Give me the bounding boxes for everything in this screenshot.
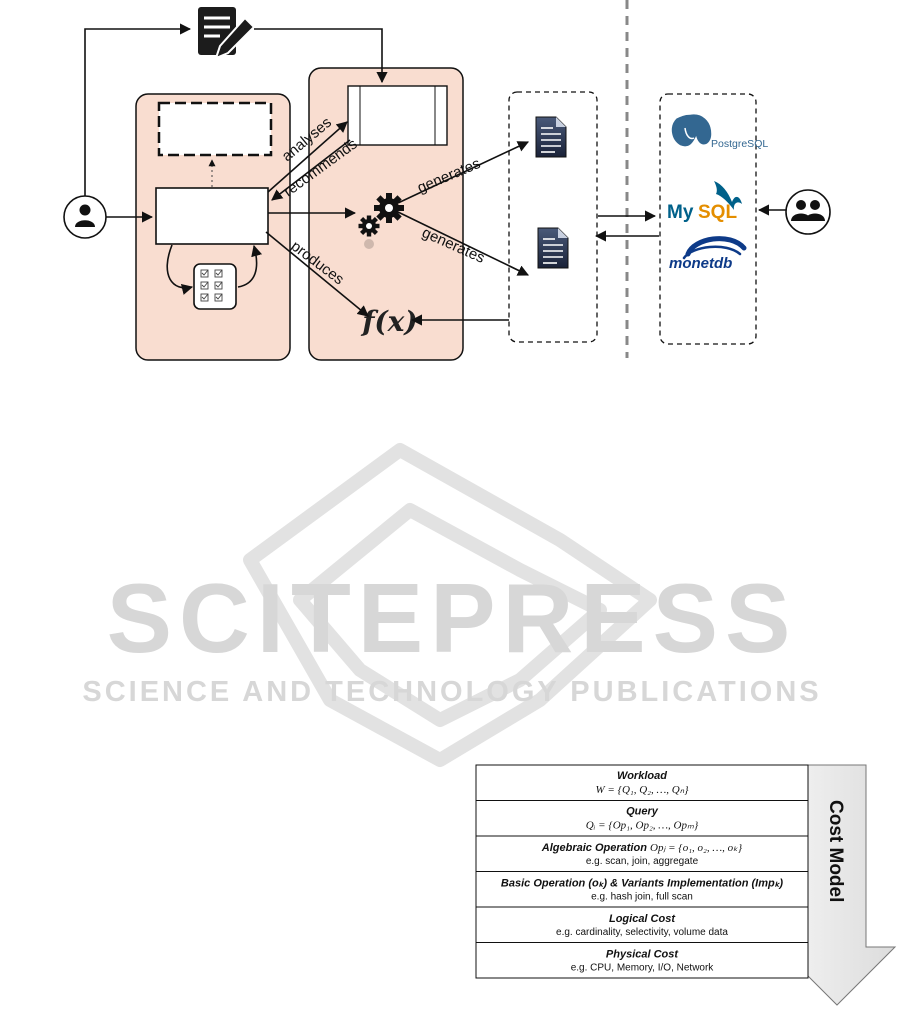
cost-layer-box	[475, 800, 809, 837]
mysql-label-my: My	[667, 202, 694, 223]
watermark-main-text: SCITEPRESS	[107, 563, 798, 673]
cost-layer-example: e.g. CPU, Memory, I/O, Network	[571, 963, 715, 974]
watermark-sub-text: SCIENCE AND TECHNOLOGY PUBLICATIONS	[82, 676, 821, 708]
cost-layer-title: Algebraic Operation Opⱼ = {o₁, o₂, …, oₖ…	[541, 842, 743, 854]
arrow-generates-top	[397, 141, 530, 204]
mysql-label-sql: SQL	[698, 202, 737, 223]
watermark-book-shape	[243, 443, 657, 767]
cost-layer-example: e.g. scan, join, aggregate	[586, 856, 699, 867]
postgresql-logo: PostgreSQL	[670, 112, 768, 150]
arrow-recommends	[271, 139, 351, 201]
edit-form-icon	[198, 7, 256, 60]
function-icon: f(x)	[360, 305, 417, 338]
cost-layer-formula: W = {Q₁, Q₂, …, Qₙ}	[595, 784, 689, 796]
users-group-icon	[785, 189, 831, 235]
cost-layer-title: Physical Cost	[606, 949, 679, 961]
arrow-form-to-table	[254, 28, 388, 84]
cost-model: Cost Model Workload W = {Q₁, Q₂, …, Qₙ} Qu…	[475, 764, 897, 1006]
mysql-dolphin-icon	[714, 181, 742, 210]
cost-layer-box	[475, 764, 809, 801]
loop-arrow-down	[166, 244, 194, 295]
placeholder-box-dashed	[157, 101, 273, 157]
cost-model-label: Cost Model	[825, 800, 846, 902]
user-icon	[63, 195, 107, 239]
panel-databases	[659, 93, 757, 345]
cost-layer-box	[475, 871, 809, 908]
cost-layer-title: Basic Operation (oₖ) & Variants Implemen…	[501, 878, 784, 890]
recommendation-table	[347, 85, 448, 146]
core-module-box	[155, 187, 269, 245]
panel-generated-docs	[508, 91, 598, 343]
mysql-logo: My SQL	[667, 181, 742, 223]
cost-layer-title: Query	[626, 806, 659, 818]
arrow-user-to-form	[84, 23, 192, 196]
arrow-produces	[265, 231, 369, 317]
watermark: SCITEPRESS SCIENCE AND TECHNOLOGY PUBLIC…	[82, 443, 821, 767]
arrow-generates-bottom	[397, 211, 530, 276]
checklist-icon	[193, 263, 237, 310]
monetdb-logo: monetdb	[669, 236, 747, 272]
loop-arrow-up	[237, 244, 263, 288]
cost-layer-title: Logical Cost	[609, 913, 676, 925]
cost-layer-box	[475, 906, 809, 943]
document-icon-bottom	[537, 227, 569, 269]
gears-icon	[358, 193, 404, 249]
cost-layer-example: e.g. cardinality, selectivity, volume da…	[556, 927, 728, 938]
cost-layer-example: e.g. hash join, full scan	[591, 892, 693, 903]
arrow-analyses	[267, 121, 348, 193]
cost-layer-title: Workload	[617, 770, 667, 782]
monetdb-label: monetdb	[669, 255, 732, 272]
cost-layer-box	[475, 942, 809, 979]
pencil-icon	[214, 16, 256, 60]
cost-layer-formula: Qᵢ = {Op₁, Op₂, …, Opₘ}	[586, 820, 699, 832]
postgresql-label: PostgreSQL	[711, 138, 768, 150]
document-icon-top	[535, 116, 567, 158]
cost-model-layers: Workload W = {Q₁, Q₂, …, Qₙ} Query Qᵢ = {Op…	[475, 764, 809, 979]
